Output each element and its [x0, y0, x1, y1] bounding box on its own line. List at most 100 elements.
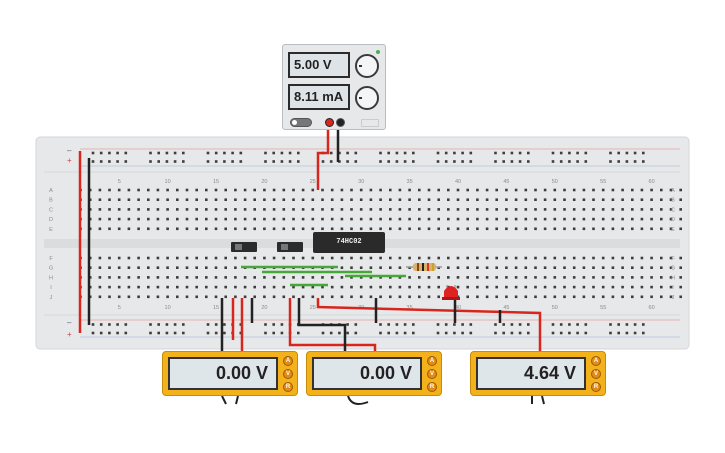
breadboard-hole[interactable] [280, 151, 284, 155]
breadboard-hole[interactable] [176, 276, 179, 279]
breadboard-hole[interactable] [176, 198, 179, 201]
breadboard-hole[interactable] [359, 188, 363, 192]
breadboard-hole[interactable] [418, 208, 421, 211]
breadboard-hole[interactable] [408, 256, 411, 260]
breadboard-hole[interactable] [485, 208, 489, 211]
breadboard-hole[interactable] [601, 227, 605, 231]
breadboard-hole[interactable] [117, 217, 121, 221]
breadboard-hole[interactable] [206, 323, 210, 326]
breadboard-hole[interactable] [156, 188, 160, 192]
breadboard-hole[interactable] [98, 188, 102, 192]
breadboard-hole[interactable] [485, 256, 489, 260]
breadboard-hole[interactable] [514, 208, 518, 211]
breadboard-hole[interactable] [137, 285, 140, 289]
breadboard-hole[interactable] [301, 295, 305, 299]
breadboard-hole[interactable] [224, 266, 227, 269]
breadboard-hole[interactable] [321, 256, 324, 260]
breadboard-hole[interactable] [156, 295, 160, 299]
breadboard-hole[interactable] [359, 295, 363, 299]
breadboard-hole[interactable] [466, 188, 469, 192]
breadboard-hole[interactable] [398, 227, 402, 231]
breadboard-hole[interactable] [264, 331, 267, 335]
breadboard-hole[interactable] [447, 208, 450, 211]
breadboard-hole[interactable] [91, 331, 95, 335]
breadboard-hole[interactable] [584, 323, 588, 326]
breadboard-hole[interactable] [514, 217, 518, 221]
breadboard-hole[interactable] [166, 256, 169, 260]
breadboard-hole[interactable] [621, 276, 624, 279]
breadboard-hole[interactable] [379, 208, 382, 211]
breadboard-hole[interactable] [679, 198, 682, 201]
wire-meter3-red[interactable] [316, 298, 542, 353]
breadboard-hole[interactable] [660, 295, 663, 299]
breadboard-hole[interactable] [288, 151, 292, 155]
breadboard-hole[interactable] [272, 323, 275, 326]
breadboard-hole[interactable] [476, 285, 479, 289]
breadboard-hole[interactable] [601, 188, 605, 192]
breadboard-hole[interactable] [127, 256, 131, 260]
breadboard-hole[interactable] [98, 217, 102, 221]
breadboard-hole[interactable] [263, 276, 266, 279]
breadboard-hole[interactable] [379, 331, 382, 335]
breadboard-hole[interactable] [282, 217, 286, 221]
breadboard-hole[interactable] [173, 160, 177, 163]
breadboard-hole[interactable] [99, 151, 103, 155]
breadboard-hole[interactable] [330, 285, 334, 289]
breadboard-hole[interactable] [611, 276, 615, 279]
breadboard-hole[interactable] [592, 285, 595, 289]
breadboard-hole[interactable] [389, 208, 392, 211]
breadboard-hole[interactable] [263, 198, 266, 201]
breadboard-hole[interactable] [669, 198, 673, 201]
breadboard-hole[interactable] [165, 331, 169, 335]
breadboard-hole[interactable] [166, 188, 169, 192]
breadboard-hole[interactable] [514, 198, 518, 201]
breadboard-hole[interactable] [205, 208, 208, 211]
breadboard-hole[interactable] [243, 208, 247, 211]
breadboard-hole[interactable] [165, 323, 169, 326]
breadboard-hole[interactable] [485, 188, 489, 192]
breadboard-hole[interactable] [447, 227, 450, 231]
breadboard-hole[interactable] [453, 323, 456, 326]
breadboard-hole[interactable] [185, 188, 189, 192]
breadboard-hole[interactable] [534, 266, 537, 269]
breadboard-hole[interactable] [563, 198, 566, 201]
breadboard-hole[interactable] [185, 217, 189, 221]
breadboard-hole[interactable] [495, 188, 498, 192]
breadboard-hole[interactable] [527, 151, 530, 155]
breadboard-hole[interactable] [350, 295, 353, 299]
breadboard-hole[interactable] [330, 208, 334, 211]
breadboard-hole[interactable] [543, 227, 547, 231]
breadboard-hole[interactable] [346, 323, 349, 326]
breadboard-hole[interactable] [524, 285, 528, 289]
breadboard-hole[interactable] [124, 151, 128, 155]
breadboard-hole[interactable] [582, 227, 586, 231]
breadboard-hole[interactable] [444, 323, 448, 326]
breadboard-hole[interactable] [176, 266, 179, 269]
breadboard-hole[interactable] [524, 188, 528, 192]
breadboard-hole[interactable] [505, 198, 508, 201]
breadboard-hole[interactable] [321, 160, 325, 163]
breadboard-hole[interactable] [117, 188, 121, 192]
breadboard-hole[interactable] [625, 160, 629, 163]
breadboard-hole[interactable] [108, 285, 111, 289]
breadboard-hole[interactable] [476, 227, 479, 231]
breadboard-hole[interactable] [311, 276, 315, 279]
breadboard-hole[interactable] [253, 256, 256, 260]
breadboard-hole[interactable] [157, 151, 160, 155]
breadboard-hole[interactable] [461, 151, 464, 155]
breadboard-hole[interactable] [456, 217, 460, 221]
breadboard-hole[interactable] [117, 266, 121, 269]
breadboard-hole[interactable] [137, 188, 140, 192]
psu-positive-terminal[interactable] [325, 118, 334, 127]
breadboard-hole[interactable] [437, 217, 440, 221]
breadboard-hole[interactable] [568, 151, 571, 155]
breadboard-hole[interactable] [369, 295, 373, 299]
breadboard-hole[interactable] [239, 160, 243, 163]
breadboard-hole[interactable] [527, 331, 530, 335]
breadboard-hole[interactable] [572, 208, 576, 211]
breadboard-hole[interactable] [156, 285, 160, 289]
breadboard-hole[interactable] [650, 188, 653, 192]
breadboard-hole[interactable] [582, 266, 586, 269]
breadboard-hole[interactable] [640, 188, 644, 192]
breadboard-hole[interactable] [502, 160, 505, 163]
